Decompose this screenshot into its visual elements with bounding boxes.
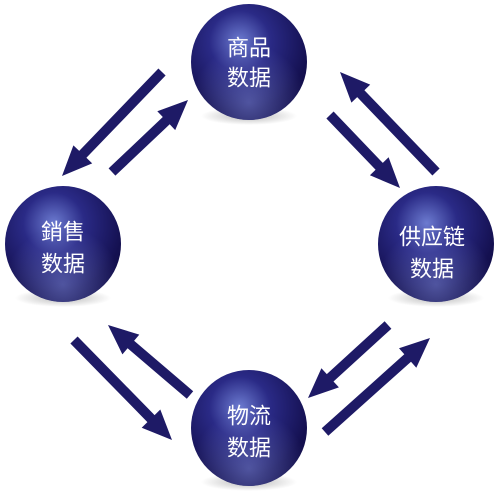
node-logistics: 物流 数据 — [191, 370, 307, 491]
node-supply-line2: 数据 — [410, 258, 454, 283]
arrow-product-to-sales — [62, 68, 166, 176]
node-logistics-line2: 数据 — [227, 437, 271, 462]
node-product: 商品 数据 — [191, 4, 307, 125]
arrow-product-to-supply — [326, 111, 400, 188]
arrow-sales-to-logistics — [70, 336, 172, 440]
node-sphere-shine — [5, 186, 121, 302]
node-sales: 銷售 数据 — [5, 186, 121, 307]
arrow-supply-to-logistics — [308, 321, 392, 398]
node-supply-line1: 供应链 — [399, 226, 465, 251]
node-sales-line1: 銷售 — [41, 221, 85, 246]
arrows-group — [62, 68, 440, 440]
arrow-sales-to-product — [108, 100, 188, 176]
node-sphere-shine — [191, 370, 307, 486]
arrow-logistics-to-supply — [321, 338, 430, 436]
arrow-logistics-to-sales — [108, 325, 194, 399]
node-sales-line2: 数据 — [41, 253, 85, 278]
node-product-line1: 商品 — [227, 37, 271, 62]
node-logistics-line1: 物流 — [227, 405, 271, 430]
node-sphere-shine — [378, 186, 494, 302]
node-product-line2: 数据 — [227, 67, 271, 92]
node-sphere-shine — [191, 4, 307, 120]
node-supply-chain: 供应链 数据 — [378, 186, 494, 307]
arrow-supply-to-product — [340, 72, 440, 176]
